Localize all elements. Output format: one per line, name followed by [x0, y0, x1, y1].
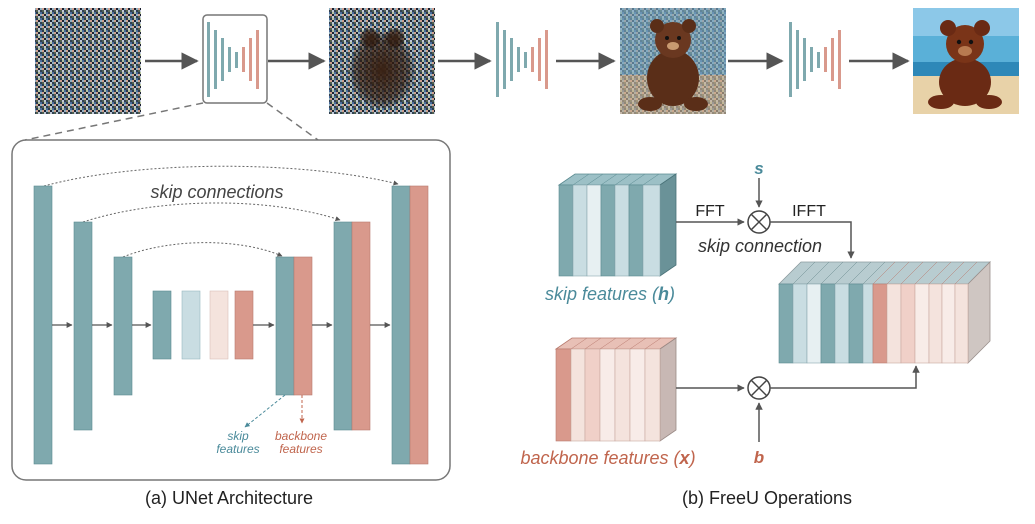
- skip-connection-arc-3: [122, 242, 283, 258]
- mini-unet-3: [789, 22, 841, 97]
- skip-features-small-label-1: skip: [227, 429, 249, 443]
- unet-architecture-panel: [11, 139, 451, 481]
- backbone-features-small-label-1: backbone: [275, 429, 327, 443]
- circled-times-icon: [747, 210, 771, 234]
- s-scale-label: s: [754, 159, 763, 178]
- decoder-backbone-block-3: [293, 256, 313, 396]
- final-bear-image: [913, 8, 1019, 114]
- partially-denoised-bear-image: [620, 8, 726, 114]
- backbone-features-x-label: backbone features (x): [520, 448, 695, 468]
- decoder-backbone-block-1: [409, 185, 429, 465]
- ifft-label: IFFT: [792, 203, 826, 220]
- mini-unet-1: [202, 14, 268, 104]
- b-scale-label: b: [754, 448, 764, 467]
- skip-features-small-label-2: features: [216, 442, 259, 456]
- bottleneck-block-1: [152, 290, 172, 360]
- noisy-image-2: [329, 8, 435, 114]
- skip-features-cube: [557, 173, 678, 277]
- encoder-block-2: [73, 221, 93, 431]
- decoder-skip-block-3: [275, 256, 295, 396]
- ifft-arrow: [770, 221, 855, 259]
- mini-unet-2: [496, 22, 548, 97]
- concatenated-features-cube: [778, 261, 991, 364]
- decoder-skip-block-1: [391, 185, 411, 465]
- skip-connection-arc-1: [43, 165, 399, 187]
- bottleneck-block-4: [234, 290, 254, 360]
- scaled-backbone-arrow: [770, 365, 920, 389]
- unet-highlight-box: [202, 14, 268, 104]
- caption-freeu-operations: (b) FreeU Operations: [682, 488, 852, 508]
- skip-features-pointer: [244, 394, 286, 428]
- skip-connection-label: skip connection: [698, 236, 822, 256]
- skip-connection-arc-2: [82, 202, 341, 223]
- zoom-guide-left: [24, 102, 204, 141]
- encoder-block-1: [33, 185, 53, 465]
- zoom-guide-right: [266, 102, 319, 141]
- bottleneck-block-2: [181, 290, 201, 360]
- noise-image-1: [35, 8, 141, 114]
- skip-connections-label: skip connections: [150, 182, 283, 202]
- caption-unet-architecture: (a) UNet Architecture: [145, 488, 313, 508]
- decoder-skip-block-2: [333, 221, 353, 431]
- skip-features-h-label: skip features (h): [545, 284, 675, 304]
- bottleneck-block-3: [209, 290, 229, 360]
- encoder-block-3: [113, 256, 133, 396]
- circled-times-icon: [747, 376, 771, 400]
- backbone-features-small-label-2: features: [279, 442, 322, 456]
- decoder-backbone-block-2: [351, 221, 371, 431]
- fft-label: FFT: [695, 203, 725, 220]
- backbone-features-cube: [554, 337, 678, 442]
